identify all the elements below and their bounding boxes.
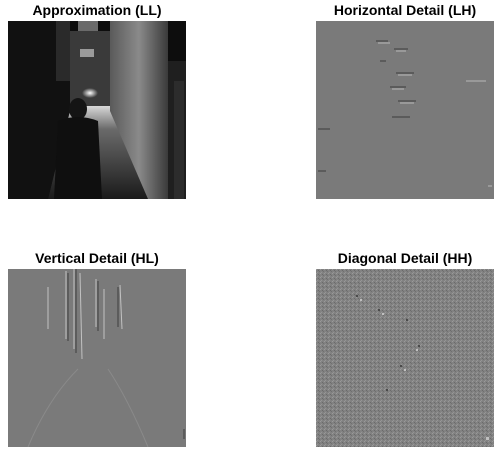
horizontal-detail-panel: Horizontal Detail (LH) [316,0,494,200]
vertical-detail-title: Vertical Detail (HL) [35,250,159,266]
approximation-panel: Approximation (LL) [8,0,186,200]
vertical-detail-panel: Vertical Detail (HL) [8,248,186,448]
diagonal-detail-panel: Diagonal Detail (HH) [316,248,494,448]
horizontal-detail-image [316,21,494,199]
approximation-title: Approximation (LL) [32,2,162,18]
diagonal-detail-title: Diagonal Detail (HH) [337,250,473,266]
horizontal-detail-title: Horizontal Detail (LH) [333,2,477,18]
diagonal-detail-image [316,269,494,447]
vertical-detail-image [8,269,186,447]
approximation-image [8,21,186,199]
